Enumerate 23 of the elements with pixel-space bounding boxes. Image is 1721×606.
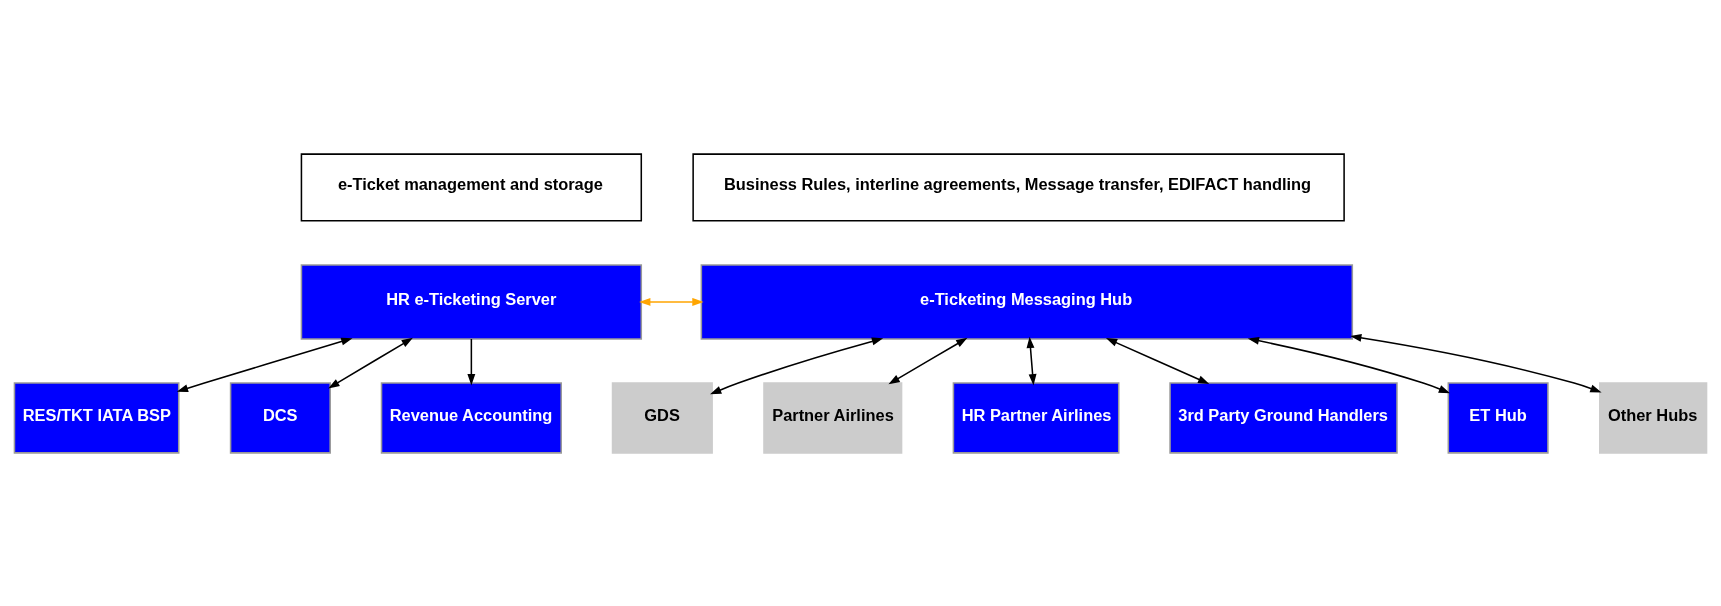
node-box: DCS	[229, 381, 331, 454]
node-box: GDS	[611, 381, 713, 454]
node-box: Other Hubs	[1599, 381, 1708, 454]
node-box: Revenue Accounting	[380, 381, 562, 454]
node-box: HR Partner Airlines	[952, 381, 1120, 454]
node-box: Partner Airlines	[763, 381, 903, 454]
arrow	[328, 337, 413, 388]
node-box: e-Ticketing Messaging Hub	[700, 263, 1354, 340]
node-box: HR e-Ticketing Server	[300, 263, 643, 340]
arrow	[467, 337, 476, 385]
node-box: Business Rules, interline agreements, Message transfer, EDIFACT handling	[692, 152, 1345, 222]
arrow	[176, 337, 353, 392]
arrow	[1247, 336, 1451, 393]
node-box: 3rd Party Ground Handlers	[1169, 381, 1398, 454]
arrow	[1105, 337, 1210, 384]
node-box: ET Hub	[1447, 381, 1549, 454]
arrow	[1026, 336, 1037, 385]
arrow	[888, 337, 968, 384]
node-box: RES/TKT IATA BSP	[13, 381, 180, 454]
node-box: e-Ticket management and storage	[300, 152, 643, 222]
arrow	[1350, 333, 1602, 393]
arrow	[710, 337, 884, 394]
arrow	[639, 297, 704, 306]
